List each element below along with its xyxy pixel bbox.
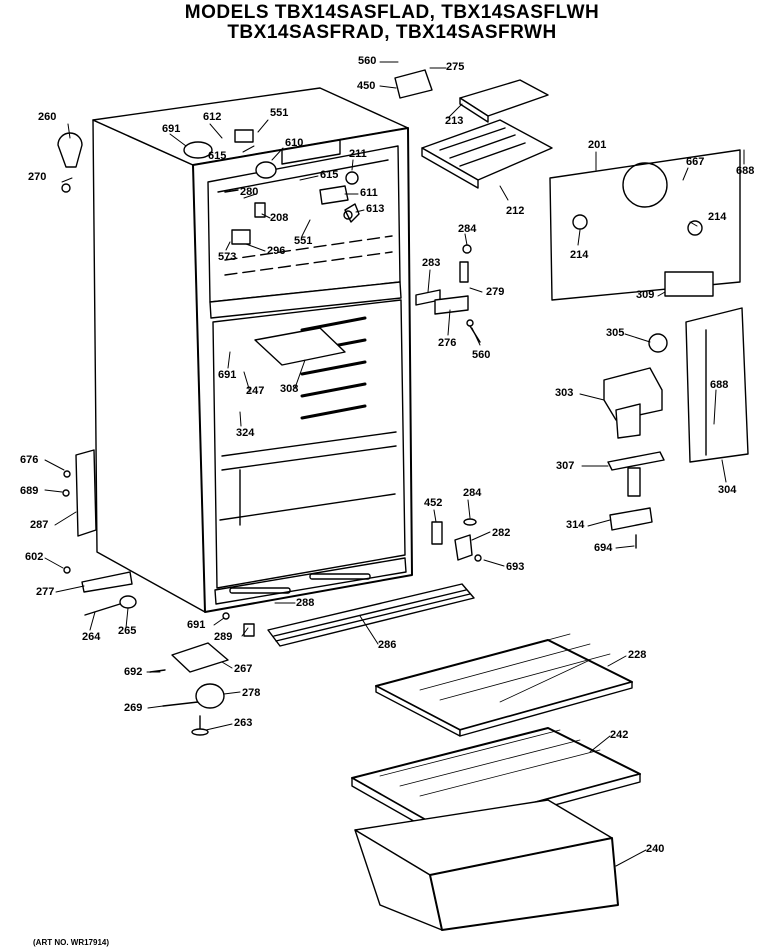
base-grille — [267, 583, 475, 647]
callout-201: 201 — [588, 139, 607, 151]
callout-309: 309 — [636, 289, 655, 301]
callout-242: 242 — [610, 729, 629, 741]
callout-615: 615 — [208, 150, 227, 162]
callout-284-b: 284 — [463, 487, 482, 499]
callout-267: 267 — [234, 663, 253, 675]
callout-296: 296 — [267, 245, 286, 257]
callout-211: 211 — [349, 148, 367, 160]
callout-208: 208 — [270, 212, 289, 224]
callout-284: 284 — [458, 223, 477, 235]
callout-287: 287 — [30, 519, 49, 531]
callout-612: 612 — [203, 111, 222, 123]
callout-277: 277 — [36, 586, 55, 598]
callout-692: 692 — [124, 666, 143, 678]
callout-688: 688 — [736, 165, 755, 177]
callout-228: 228 — [628, 649, 647, 661]
callout-560-b: 560 — [472, 349, 491, 361]
art-number: (ART NO. WR17914) — [33, 938, 110, 947]
callout-602: 602 — [25, 551, 44, 563]
callout-551: 551 — [270, 107, 289, 119]
callout-leaders — [44, 61, 745, 867]
callout-691-b: 691 — [218, 369, 237, 381]
callout-279: 279 — [486, 286, 505, 298]
hinge-parts — [431, 518, 482, 562]
diagram-title-line-1: MODELS TBX14SASFLAD, TBX14SASFLWH — [184, 2, 600, 23]
callout-693: 693 — [506, 561, 525, 573]
callout-304: 304 — [718, 484, 737, 496]
callout-308: 308 — [280, 383, 299, 395]
callout-264: 264 — [82, 631, 101, 643]
callout-611: 611 — [360, 187, 378, 199]
crisper-drawer — [354, 799, 619, 931]
callout-263: 263 — [234, 717, 253, 729]
callout-615-b: 615 — [320, 169, 339, 181]
cabinet — [92, 87, 413, 613]
callout-676: 676 — [20, 454, 39, 466]
callout-303: 303 — [555, 387, 574, 399]
callout-450: 450 — [357, 80, 376, 92]
callout-289: 289 — [214, 631, 233, 643]
refrigerator-shelf — [375, 633, 633, 737]
left-side-parts — [57, 132, 133, 593]
callout-282: 282 — [492, 527, 511, 539]
callout-214-b: 214 — [708, 211, 727, 223]
callout-324: 324 — [236, 427, 255, 439]
callout-213: 213 — [445, 115, 464, 127]
callout-551-b: 551 — [294, 235, 313, 247]
callout-214: 214 — [570, 249, 589, 261]
ice-trays — [394, 69, 553, 189]
callout-280: 280 — [240, 186, 259, 198]
diagram-title-line-2: TBX14SASFRAD, TBX14SASFRWH — [227, 22, 557, 43]
callout-307: 307 — [556, 460, 575, 472]
callout-283: 283 — [422, 257, 441, 269]
leveling-parts — [84, 595, 255, 736]
callout-305: 305 — [606, 327, 625, 339]
callout-694: 694 — [594, 542, 613, 554]
callout-278: 278 — [242, 687, 261, 699]
callout-610: 610 — [285, 137, 304, 149]
callout-452: 452 — [424, 497, 443, 509]
callout-667: 667 — [686, 156, 705, 168]
dispenser-parts — [415, 244, 481, 343]
freezer-back-panel — [549, 149, 741, 301]
callout-212: 212 — [506, 205, 525, 217]
callout-689: 689 — [20, 485, 39, 497]
right-module-parts — [603, 307, 749, 549]
callout-247: 247 — [246, 385, 265, 397]
callout-265: 265 — [118, 625, 137, 637]
callout-275: 275 — [446, 61, 465, 73]
callout-260: 260 — [38, 111, 57, 123]
callout-240: 240 — [646, 843, 665, 855]
callout-286: 286 — [378, 639, 397, 651]
callout-560: 560 — [358, 55, 377, 67]
callout-691-c: 691 — [187, 619, 206, 631]
callout-691: 691 — [162, 123, 181, 135]
callout-269: 269 — [124, 702, 143, 714]
callout-573: 573 — [218, 251, 237, 263]
callout-613: 613 — [366, 203, 385, 215]
callout-270: 270 — [28, 171, 47, 183]
callout-314: 314 — [566, 519, 585, 531]
callout-276: 276 — [438, 337, 457, 349]
callout-288: 288 — [296, 597, 315, 609]
freezer-components — [183, 129, 360, 245]
callout-688-b: 688 — [710, 379, 729, 391]
